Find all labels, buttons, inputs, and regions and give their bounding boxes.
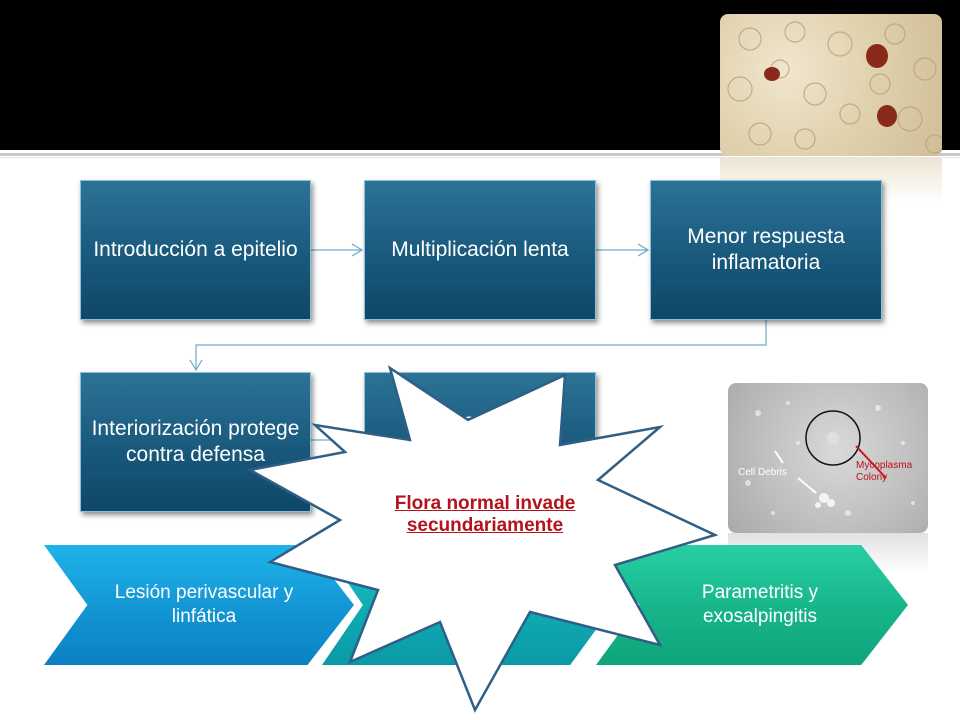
cell-micrograph-drawing: [727, 21, 942, 154]
mycoplasma-colony-label: Mycoplasma Colony: [856, 460, 913, 483]
chevron-step-3: Parametritis y exosalpingitis: [596, 545, 908, 665]
step-box-4: Interiorización protege contra defensa: [80, 372, 311, 512]
arrow-icon: [195, 320, 767, 370]
arrow-icon: [351, 243, 364, 257]
cell-debris-label: Cell Debris: [738, 467, 787, 478]
callout-text: Flora normal invade secundariamente: [394, 493, 576, 536]
arrow-icon: [637, 243, 650, 257]
step-box-1: Introducción a epitelio: [80, 180, 311, 320]
divider-line-thin: [0, 157, 960, 158]
step-box-3: Menor respuesta inflamatoria: [650, 180, 882, 320]
mycoplasma-micrograph-photo: [728, 383, 928, 533]
divider-line: [0, 153, 960, 156]
arrow-icon: [189, 359, 203, 372]
cell-micrograph-photo: [720, 14, 942, 156]
mycoplasma-micrograph-drawing: [745, 401, 915, 516]
step-box-2: Multiplicación lenta: [364, 180, 596, 320]
